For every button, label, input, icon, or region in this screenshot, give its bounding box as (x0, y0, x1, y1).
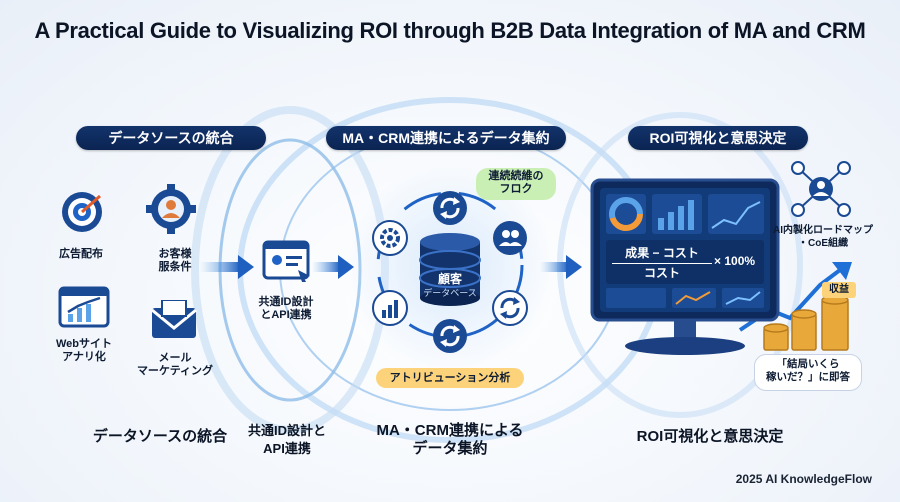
page-title: A Practical Guide to Visualizing ROI thr… (34, 18, 866, 43)
cycle-icon (492, 290, 528, 326)
stage-pill-ma-crm: MA・CRM連携によるデータ集約 (326, 126, 566, 150)
formula-numerator: 成果 − コスト (612, 244, 712, 264)
settings-icon (372, 220, 408, 256)
flow-callout: 連続続維の フロク (476, 168, 556, 200)
ai-roadmap-label: AI内製化ロードマップ ・CoE組織 (773, 225, 873, 249)
bottom-label-common-id: 共通ID設計と API連携 (247, 423, 326, 456)
bottom-label-ma-crm: MA・CRM連携による データ集約 (376, 422, 524, 457)
bottom-label-data-source: データソースの統合 (92, 428, 228, 445)
network-icon (791, 161, 851, 217)
id-card-icon (262, 240, 310, 282)
database-sublabel: データベース (423, 288, 477, 298)
source-label-web: Webサイト アナリ化 (55, 338, 113, 363)
formula-denominator: コスト (643, 266, 680, 280)
database-label: 顧客 (437, 272, 462, 286)
sync-icon (433, 191, 467, 225)
common-id-label: 共通ID設計 とAPI連携 (258, 296, 314, 321)
customer-gear-icon (146, 184, 196, 234)
dashboard-monitor (590, 178, 780, 355)
flow-arrow-1 (200, 255, 254, 279)
footer-credit: 2025 AI KnowledgeFlow (735, 472, 872, 486)
bar-chart-icon (372, 290, 408, 326)
refresh-icon (433, 319, 467, 353)
stage-pill-roi: ROI可視化と意思決定 (628, 126, 808, 150)
source-label-customer: お客様 服条件 (158, 248, 192, 273)
formula-multiplier: × 100% (714, 254, 756, 268)
attribution-callout: アトリビューション分析 (376, 368, 524, 388)
revenue-tag: 収益 (822, 282, 856, 298)
bottom-label-roi: ROI可視化と意思決定 (636, 428, 784, 445)
users-icon (493, 221, 527, 255)
stage-pill-data-source: データソースの統合 (76, 126, 266, 150)
source-label-ads: 広告配布 (59, 248, 103, 260)
coins-stack-icon (763, 295, 849, 351)
source-label-email: メール マーケティング (136, 352, 214, 377)
quote-callout: 「結局いくら 稼いだ？」に即答 (754, 354, 862, 391)
flow-arrow-3 (540, 255, 582, 279)
email-icon (151, 300, 197, 338)
web-analytics-icon (58, 286, 110, 328)
flow-arrow-2 (312, 255, 354, 279)
target-icon (62, 192, 102, 232)
database-icon (419, 233, 481, 306)
